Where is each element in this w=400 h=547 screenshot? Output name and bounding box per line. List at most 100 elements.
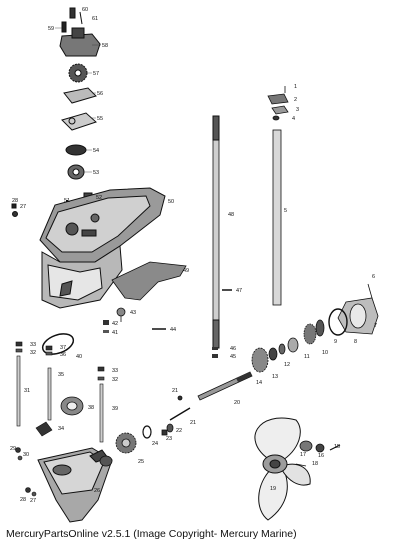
callout-57: 57 [93, 71, 99, 77]
gear-housing-upper [39, 187, 166, 309]
callout-23: 23 [166, 436, 172, 442]
part-26-gear-housing-lower [37, 447, 113, 523]
callout-58: 58 [102, 43, 108, 49]
part-27-washer-bottom [31, 491, 37, 497]
part-17-thrust-hub [299, 440, 313, 452]
callout-19: 19 [270, 486, 276, 492]
part-45-nut [212, 354, 218, 358]
part-36-washer [45, 351, 53, 356]
callout-12: 12 [284, 362, 290, 368]
callout-28-top: 28 [12, 198, 18, 204]
callout-5: 5 [284, 208, 287, 214]
callout-52: 52 [96, 195, 102, 201]
part-8-o-ring [328, 308, 348, 336]
callout-14: 14 [256, 380, 262, 386]
callout-labels: 60 61 59 58 57 56 55 54 53 52 51 50 28 2… [10, 7, 377, 504]
callout-32: 32 [30, 350, 36, 356]
callout-38: 38 [88, 405, 94, 411]
left-rods [16, 355, 104, 443]
callout-37: 37 [60, 345, 66, 351]
part-12-spring [278, 343, 286, 355]
part-39-stud [99, 383, 104, 443]
part-18-pin [295, 463, 307, 467]
part-28-screw-bottom [25, 487, 31, 493]
callout-33b: 33 [112, 368, 118, 374]
part-33-nut [15, 341, 23, 347]
callout-10: 10 [322, 350, 328, 356]
copyright-caption: MercuryPartsOnline v2.5.1 (Image Copyrig… [6, 528, 297, 540]
part-37-nut [45, 345, 53, 351]
part-9-thrust-washer [315, 319, 325, 337]
part-62-pinion-nut [99, 455, 113, 467]
callout-22: 22 [176, 428, 182, 434]
part-24-ring [142, 425, 152, 439]
small-parts-cluster [142, 395, 191, 439]
callout-4: 4 [292, 116, 295, 122]
callout-17: 17 [300, 452, 306, 458]
callout-16: 16 [318, 453, 324, 459]
part-23-spacer [161, 429, 168, 436]
prop-hardware [295, 440, 341, 467]
part-46-washer [212, 347, 218, 350]
callout-27-top: 27 [20, 204, 26, 210]
callout-15: 15 [334, 444, 340, 450]
callout-21-upper: 21 [172, 388, 178, 394]
part-42-nut [103, 320, 109, 325]
part-35-rod [47, 367, 52, 421]
callout-24: 24 [152, 441, 158, 447]
callout-25: 25 [138, 459, 144, 465]
part-34-clamp [35, 421, 53, 437]
callout-41: 41 [112, 330, 118, 336]
callout-18: 18 [312, 461, 318, 467]
part-21-rod [169, 407, 191, 421]
left-small-parts [15, 341, 105, 497]
callout-2: 2 [294, 97, 297, 103]
part-29-screw [15, 447, 21, 453]
part-16-nut [315, 443, 325, 453]
part-11-clutch [287, 337, 299, 353]
part-10-gear [303, 323, 317, 345]
callout-33: 33 [30, 342, 36, 348]
part-31-stud [16, 355, 21, 427]
part-54-seal [65, 144, 87, 156]
part-41-washer [103, 330, 109, 333]
callout-29: 29 [10, 446, 16, 452]
callout-35: 35 [58, 372, 64, 378]
part-27-washer-top [12, 211, 18, 217]
callout-55: 55 [97, 116, 103, 122]
callout-20: 20 [234, 400, 240, 406]
part-32-washer [15, 348, 23, 353]
propshaft-bearing-carrier [251, 283, 379, 373]
part-4-seal [272, 115, 280, 121]
callout-36: 36 [60, 352, 66, 358]
callout-27-bottom: 27 [30, 498, 36, 504]
callout-11: 11 [304, 354, 310, 360]
callout-13: 13 [272, 374, 278, 380]
part-13-cam [268, 347, 278, 361]
part-15-cotter-pin [329, 444, 341, 451]
callout-61: 61 [92, 16, 98, 22]
callout-34: 34 [58, 426, 64, 432]
callout-7: 7 [374, 323, 377, 329]
part-3-bushing [271, 105, 289, 115]
callout-59: 59 [48, 26, 54, 32]
callout-54: 54 [93, 148, 99, 154]
callout-50: 50 [168, 199, 174, 205]
callout-3: 3 [296, 107, 299, 113]
part-49-trim-tab [111, 261, 187, 301]
part-22-washer [166, 423, 174, 433]
callout-49: 49 [183, 268, 189, 274]
part-20-propeller-shaft [197, 371, 253, 401]
part-28-screw-top [11, 203, 17, 209]
part-58-pump-housing [59, 33, 101, 57]
callout-53: 53 [93, 170, 99, 176]
callout-47: 47 [236, 288, 242, 294]
callout-46: 46 [230, 346, 236, 352]
shift-shaft-top-parts [267, 86, 289, 121]
callout-42: 42 [112, 321, 118, 327]
part-5-shift-shaft [272, 129, 282, 306]
callout-39: 39 [112, 406, 118, 412]
callout-51: 51 [64, 198, 70, 204]
callout-48: 48 [228, 212, 234, 218]
